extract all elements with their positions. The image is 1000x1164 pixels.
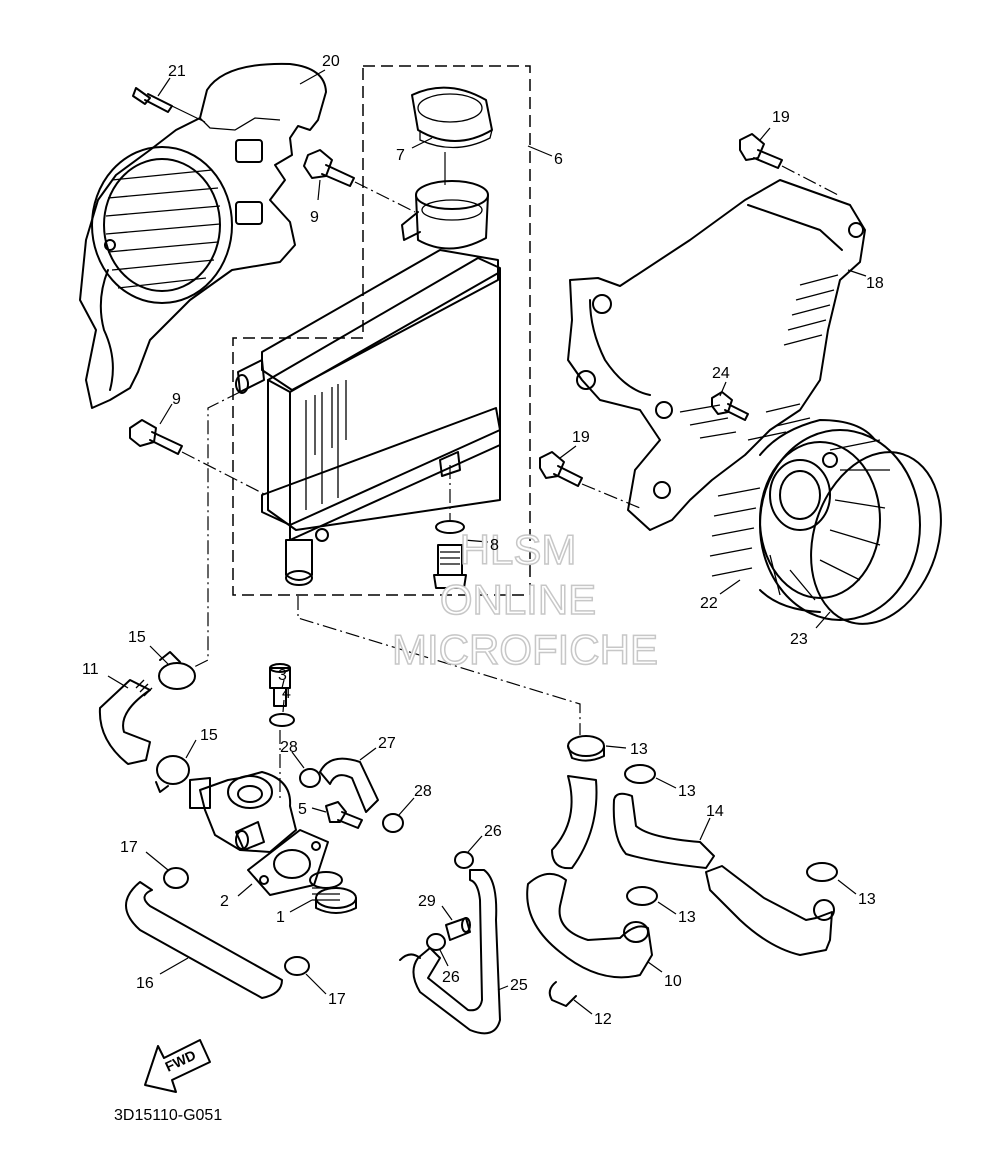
callout-18: 18	[866, 275, 884, 292]
washer	[269, 713, 295, 727]
union-bolt	[445, 917, 471, 941]
callout-27: 27	[378, 735, 396, 752]
callout-11: 11	[82, 661, 99, 678]
diagram-code: 3D15110-G051	[114, 1107, 222, 1124]
callout-23: 23	[790, 631, 808, 648]
callout-13-d: 13	[858, 891, 876, 908]
radiator-hose	[98, 679, 153, 765]
hose-clamp	[567, 735, 605, 762]
cover-bolt	[739, 133, 841, 197]
callout-4: 4	[282, 685, 291, 702]
hose-clamp	[454, 851, 474, 869]
callout-13-a: 13	[630, 741, 648, 758]
callout-9-upper: 9	[310, 209, 319, 226]
o-ring	[810, 451, 942, 625]
radiator-hose	[125, 881, 283, 999]
callout-13-b: 13	[678, 783, 696, 800]
radiator-cover	[79, 62, 327, 409]
callout-26-lower: 26	[442, 969, 460, 986]
callout-7: 7	[396, 147, 405, 164]
bypass-hose	[319, 757, 379, 813]
hose-clamp	[624, 764, 656, 784]
thermostat	[309, 871, 357, 914]
callout-1: 1	[276, 909, 285, 926]
forward-arrow-icon: FWD	[144, 1039, 211, 1093]
hose-clamp	[163, 867, 189, 889]
callout-3: 3	[278, 667, 287, 684]
callout-2: 2	[220, 893, 229, 910]
mounting-bolt	[129, 419, 269, 497]
hose-clamp	[158, 651, 196, 690]
thermostat-cover	[247, 829, 329, 896]
watermark-line-3: MICROFICHE	[392, 626, 658, 673]
callout-19-lower: 19	[572, 429, 590, 446]
callout-29: 29	[418, 893, 436, 910]
callout-15-upper: 15	[128, 629, 146, 646]
callout-19-upper: 19	[772, 109, 790, 126]
outlet-hose	[612, 792, 835, 956]
cover-bolt	[539, 451, 641, 509]
callout-17-upper: 17	[120, 839, 138, 856]
callout-8: 8	[490, 537, 499, 554]
watermark-line-2: ONLINE	[440, 576, 596, 623]
radiator-assembly-boundary	[232, 65, 531, 596]
mounting-bolt	[303, 149, 416, 213]
callout-5: 5	[298, 801, 307, 818]
callout-26-upper: 26	[484, 823, 502, 840]
callout-25: 25	[510, 977, 528, 994]
leader-lines	[107, 69, 867, 1015]
drain-bolt	[433, 465, 467, 589]
callout-20: 20	[322, 53, 340, 70]
callout-10: 10	[664, 973, 682, 990]
filler-neck	[401, 180, 489, 250]
callout-12: 12	[594, 1011, 612, 1028]
cover-screw	[132, 87, 206, 123]
callout-16: 16	[136, 975, 154, 992]
breather-hose	[399, 869, 501, 1035]
callout-24: 24	[712, 365, 730, 382]
callout-28-upper: 28	[280, 739, 298, 756]
callout-9-lower: 9	[172, 391, 181, 408]
hose-clamp	[284, 956, 310, 976]
hose-clamp	[426, 933, 446, 951]
hose-clamp	[806, 862, 838, 882]
callout-13-c: 13	[678, 909, 696, 926]
callout-22: 22	[700, 595, 718, 612]
water-pump-hose	[526, 775, 653, 979]
callout-21: 21	[168, 63, 186, 80]
hose-clamp	[299, 768, 321, 788]
hose-clamp	[155, 755, 190, 793]
hose-clip	[548, 981, 577, 1007]
cooling-fan	[759, 419, 921, 621]
crankcase-cover	[567, 179, 866, 577]
callout-17-lower: 17	[328, 991, 346, 1008]
callout-14: 14	[706, 803, 724, 820]
hose-clamp	[626, 886, 658, 906]
housing-bolt	[325, 801, 363, 829]
radiator	[235, 249, 501, 586]
callout-6: 6	[554, 151, 563, 168]
callout-15-lower: 15	[200, 727, 218, 744]
radiator-cap	[411, 86, 493, 149]
callout-28-lower: 28	[414, 783, 432, 800]
callout-labels: 21 20 7 6 9 9 19 18 24 19 8 22 23 15 11 …	[82, 53, 884, 1028]
hose-clamp	[382, 813, 404, 833]
thermostat-housing	[189, 771, 297, 853]
watermark-line-1: HLSM	[460, 526, 577, 573]
